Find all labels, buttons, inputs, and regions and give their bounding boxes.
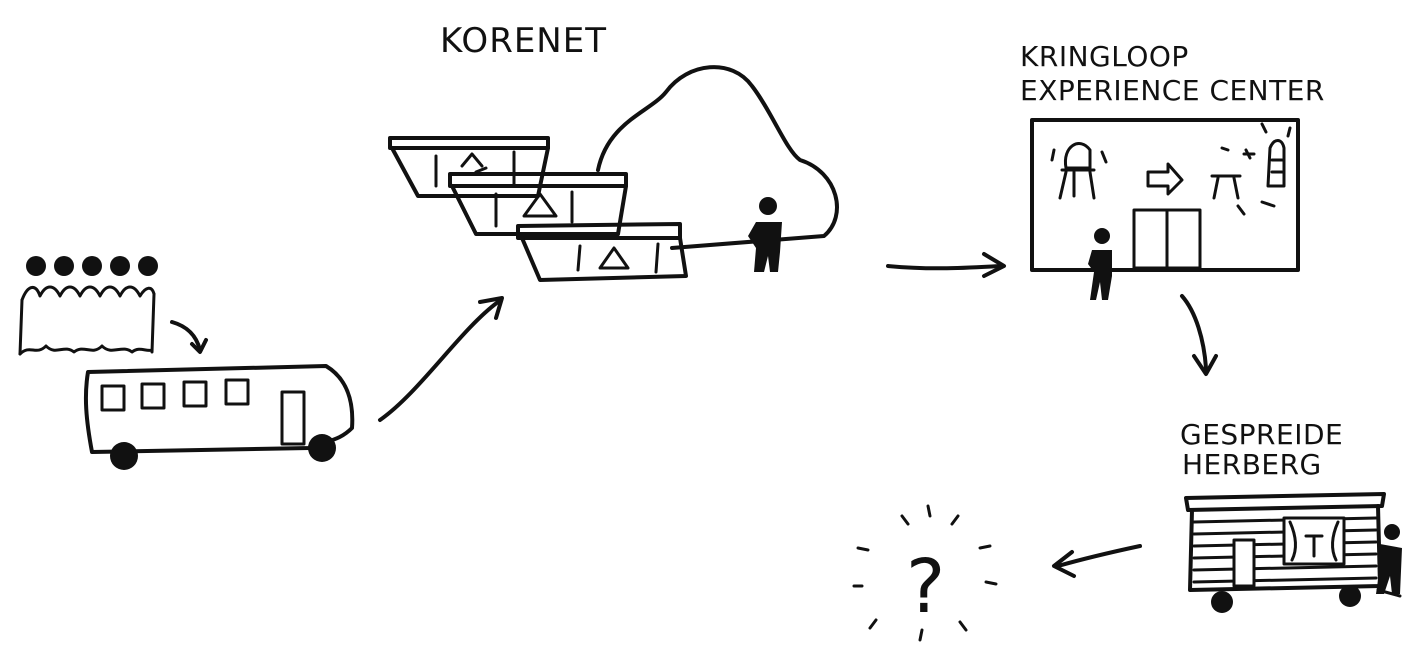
- waste-pile-icon: [596, 65, 839, 250]
- bus-icon: [83, 364, 355, 470]
- unknown-label: ?: [906, 544, 945, 630]
- arrow-to-kringloop-icon: [886, 264, 1002, 271]
- arrow-to-unknown-icon: [1056, 544, 1142, 568]
- person-icon: [748, 197, 782, 272]
- arrowhead-icon: [478, 296, 504, 320]
- arrowhead-icon: [982, 252, 1006, 278]
- kringloop-label-line1: KRINGLOOP: [1020, 40, 1189, 73]
- arrow-to-korenet-icon: [378, 300, 500, 422]
- arrowhead-icon: [1192, 354, 1218, 376]
- herberg-label-line2: HERBERG: [1182, 448, 1322, 481]
- experience-center-icon: [1030, 118, 1300, 300]
- korenet-label: KORENET: [440, 21, 607, 61]
- arrowhead-icon: [1052, 550, 1076, 578]
- recycling-container-icon: [448, 172, 628, 236]
- kringloop-label-line2: EXPERIENCE CENTER: [1020, 74, 1325, 107]
- recycling-container-icon: [516, 222, 688, 282]
- question-mark-icon: ?: [852, 504, 998, 642]
- tiny-house-icon: [1184, 492, 1402, 613]
- arrowhead-icon: [190, 338, 208, 354]
- curved-arrow-icon: [170, 320, 202, 352]
- people-group-icon: [18, 256, 158, 356]
- arrow-to-herberg-icon: [1180, 294, 1208, 370]
- herberg-label-line1: GESPREIDE: [1180, 418, 1343, 451]
